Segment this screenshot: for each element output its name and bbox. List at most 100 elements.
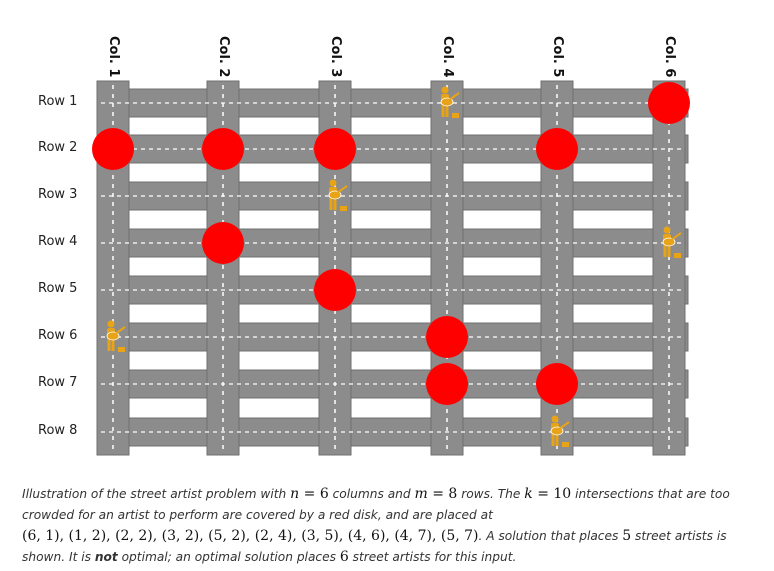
zebra-stripe: [192, 259, 195, 274]
zebra-stripe: [416, 400, 419, 416]
crosswalk: [467, 355, 537, 366]
zebra-stripe: [357, 212, 360, 227]
zebra-stripe: [141, 306, 144, 321]
zebra-stripe: [363, 259, 366, 274]
zebra-stripe: [422, 306, 425, 321]
zebra-stripe: [186, 259, 189, 274]
row-label-6: Row 6: [38, 328, 78, 343]
crosswalk: [243, 403, 315, 413]
zebra-stripe: [475, 212, 478, 227]
street-artist-icon: [662, 226, 682, 258]
zebra-stripe: [532, 400, 535, 416]
zebra-stripe: [251, 353, 254, 368]
zebra-stripe: [310, 119, 313, 133]
zebra-stripe: [520, 306, 523, 321]
crosswalk: [577, 214, 649, 225]
zebra-stripe: [520, 119, 523, 133]
zebra-stripe: [186, 353, 189, 368]
zebra-stripe: [644, 165, 647, 180]
zebra-stripe: [579, 119, 582, 133]
crosswalk: [355, 121, 427, 131]
zebra-stripe: [192, 400, 195, 416]
zebra-stripe: [632, 212, 635, 227]
zebra-stripe: [147, 119, 150, 133]
zebra-stripe: [638, 165, 641, 180]
zebra-stripe: [638, 212, 641, 227]
zebra-stripe: [192, 119, 195, 133]
zebra-stripe: [363, 119, 366, 133]
zebra-stripe: [245, 306, 248, 321]
zebra-stripe: [369, 119, 372, 133]
crosswalk: [467, 214, 537, 225]
zebra-stripe: [585, 259, 588, 274]
zebra-stripe: [410, 259, 413, 274]
zebra-stripe: [310, 212, 313, 227]
zebra-stripe: [198, 400, 201, 416]
crosswalk: [577, 261, 649, 272]
zebra-stripe: [357, 400, 360, 416]
street-artist-icon: [106, 320, 126, 352]
zebra-stripe: [422, 259, 425, 274]
zebra-stripe: [591, 212, 594, 227]
zebra-stripe: [475, 306, 478, 321]
column-label-2: Col. 2: [216, 36, 231, 78]
crosswalk: [133, 261, 203, 272]
zebra-stripe: [147, 306, 150, 321]
zebra-stripe: [532, 212, 535, 227]
zebra-stripe: [298, 400, 301, 416]
zebra-stripe: [585, 212, 588, 227]
zebra-stripe: [416, 306, 419, 321]
crowded-disk-c3-r2: [314, 128, 356, 170]
zebra-stripe: [526, 165, 529, 180]
zebra-stripe: [310, 353, 313, 368]
crosswalk: [355, 214, 427, 225]
zebra-stripe: [141, 119, 144, 133]
row-label-8: Row 8: [38, 423, 78, 438]
zebra-stripe: [147, 259, 150, 274]
figure-caption: Illustration of the street artist proble…: [22, 486, 730, 565]
zebra-stripe: [363, 212, 366, 227]
zebra-stripe: [192, 165, 195, 180]
crosswalk: [577, 167, 649, 178]
row-label-3: Row 3: [38, 187, 78, 202]
zebra-stripe: [298, 212, 301, 227]
zebra-stripe: [310, 306, 313, 321]
zebra-stripe: [410, 212, 413, 227]
zebra-stripe: [591, 353, 594, 368]
zebra-stripe: [475, 353, 478, 368]
street-artist-icon: [328, 179, 348, 211]
zebra-stripe: [644, 259, 647, 274]
zebra-stripe: [481, 400, 484, 416]
zebra-stripe: [585, 119, 588, 133]
zebra-stripe: [245, 212, 248, 227]
zebra-stripe: [481, 212, 484, 227]
zebra-stripe: [298, 353, 301, 368]
crosswalk: [133, 308, 203, 319]
crowded-disk-c2-r4: [202, 222, 244, 264]
crosswalk: [577, 308, 649, 319]
zebra-stripe: [638, 119, 641, 133]
zebra-stripe: [475, 400, 478, 416]
column-label-4: Col. 4: [440, 36, 455, 78]
crosswalk: [133, 167, 203, 178]
zebra-stripe: [298, 259, 301, 274]
zebra-stripe: [520, 400, 523, 416]
zebra-stripe: [591, 306, 594, 321]
zebra-stripe: [147, 212, 150, 227]
zebra-stripe: [632, 119, 635, 133]
zebra-stripe: [192, 353, 195, 368]
zebra-stripe: [257, 306, 260, 321]
crosswalk: [243, 308, 315, 319]
zebra-stripe: [416, 259, 419, 274]
zebra-stripe: [469, 306, 472, 321]
crosswalk: [355, 167, 427, 178]
zebra-stripe: [141, 400, 144, 416]
zebra-stripe: [198, 259, 201, 274]
zebra-stripe: [369, 259, 372, 274]
zebra-stripe: [147, 165, 150, 180]
zebra-stripe: [369, 400, 372, 416]
zebra-stripe: [416, 165, 419, 180]
zebra-stripe: [257, 400, 260, 416]
zebra-stripe: [469, 119, 472, 133]
zebra-stripe: [632, 306, 635, 321]
